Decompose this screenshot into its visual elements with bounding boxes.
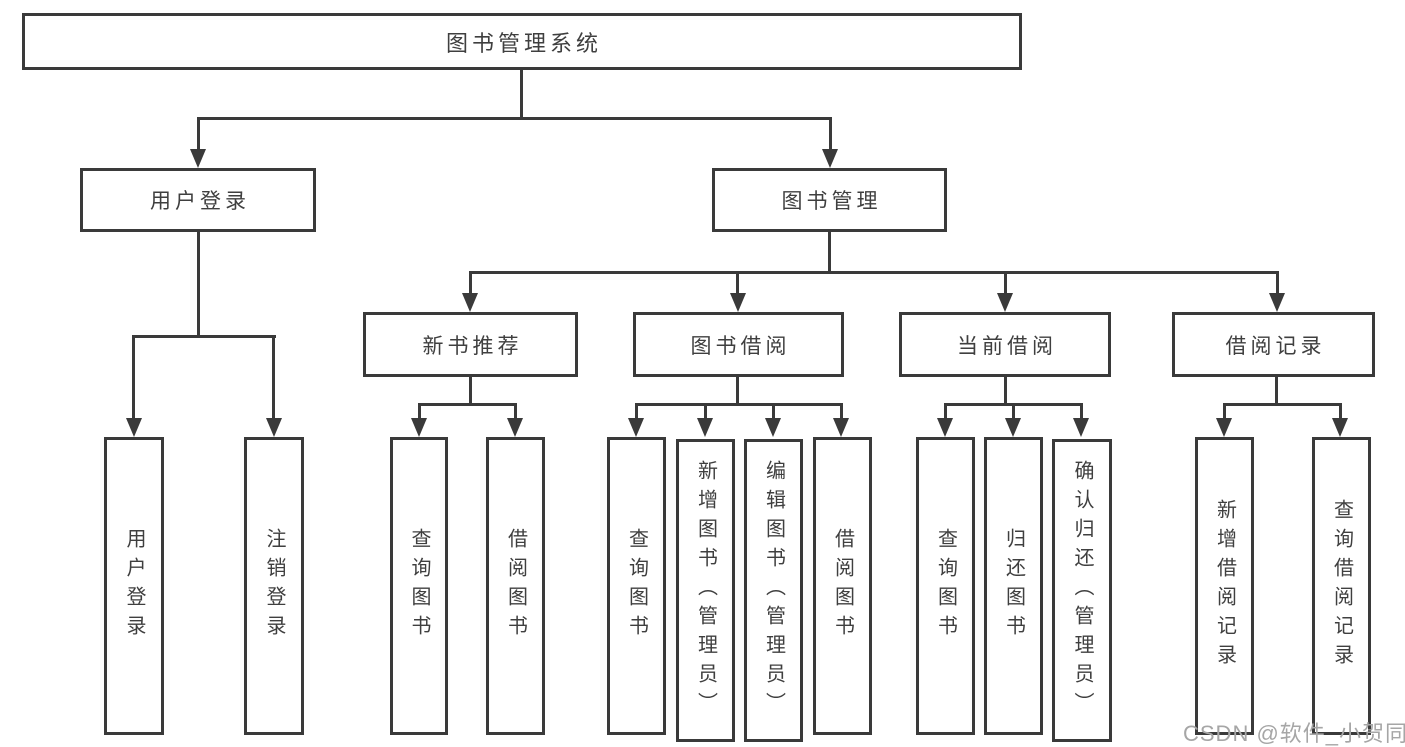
leaf-query-book-2: 查询图书	[607, 437, 666, 735]
leaf-add-book-admin: 新增图书（管理员）	[676, 439, 735, 742]
arrow-down-icon	[765, 418, 781, 437]
connector-user-login-drop	[197, 232, 200, 338]
connector-leaf-shaft	[840, 403, 843, 420]
connector-borrow-records-rail	[1223, 403, 1342, 406]
connector-root-drop	[520, 69, 523, 120]
node-new-book-rec: 新书推荐	[363, 312, 578, 377]
arrow-down-icon	[1216, 418, 1232, 437]
connector-book-mgmt-shaft	[829, 117, 832, 152]
connector-book-borrow-shaft	[736, 271, 739, 295]
node-root: 图书管理系统	[22, 13, 1022, 70]
arrow-down-icon	[190, 149, 206, 168]
leaf-user-login: 用户登录	[104, 437, 164, 735]
node-borrow-records: 借阅记录	[1172, 312, 1375, 377]
csdn-watermark: CSDN @软件_小贺同学	[1183, 721, 1405, 746]
leaf-query-book-3: 查询图书	[916, 437, 975, 735]
arrow-down-icon	[822, 149, 838, 168]
arrow-down-icon	[997, 293, 1013, 312]
leaf-query-book-1: 查询图书	[390, 437, 448, 735]
node-book-mgmt: 图书管理	[712, 168, 947, 232]
connector-new-book-rail	[418, 403, 517, 406]
node-book-borrow: 图书借阅	[633, 312, 844, 377]
connector-current-borrow-drop	[1004, 377, 1007, 405]
connector-book-borrow-drop	[736, 377, 739, 405]
leaf-logout-label: 注销登录	[263, 528, 285, 644]
leaf-add-borrow-record: 新增借阅记录	[1195, 437, 1254, 735]
connector-leaf-shaft	[944, 403, 947, 420]
arrow-down-icon	[937, 418, 953, 437]
arrow-down-icon	[411, 418, 427, 437]
arrow-down-icon	[697, 418, 713, 437]
arrow-down-icon	[833, 418, 849, 437]
leaf-borrow-book-1-label: 借阅图书	[504, 528, 527, 644]
connector-level3-rail	[469, 271, 1279, 274]
node-current-borrow: 当前借阅	[899, 312, 1111, 377]
connector-leaf-shaft	[272, 335, 275, 420]
connector-book-borrow-rail	[635, 403, 843, 406]
connector-book-mgmt-drop	[828, 232, 831, 273]
connector-new-book-shaft	[469, 271, 472, 295]
leaf-user-login-label: 用户登录	[123, 528, 145, 644]
leaf-edit-book-admin-label: 编辑图书（管理员）	[762, 460, 785, 721]
arrow-down-icon	[507, 418, 523, 437]
connector-level2-rail	[197, 117, 832, 120]
arrow-down-icon	[730, 293, 746, 312]
arrow-down-icon	[628, 418, 644, 437]
leaf-return-book: 归还图书	[984, 437, 1043, 735]
leaf-query-borrow-record: 查询借阅记录	[1312, 437, 1371, 735]
connector-leaf-shaft	[772, 403, 775, 420]
connector-leaf-shaft	[514, 403, 517, 420]
connector-leaf-shaft	[635, 403, 638, 420]
connector-leaf-shaft	[704, 403, 707, 420]
leaf-return-book-label: 归还图书	[1002, 528, 1025, 644]
connector-leaf-shaft	[132, 335, 135, 420]
leaf-query-book-2-label: 查询图书	[625, 528, 648, 644]
leaf-query-book-3-label: 查询图书	[934, 528, 957, 644]
arrow-down-icon	[126, 418, 142, 437]
arrow-down-icon	[1332, 418, 1348, 437]
leaf-borrow-book-2-label: 借阅图书	[831, 528, 854, 644]
connector-user-login-shaft	[197, 117, 200, 152]
leaf-edit-book-admin: 编辑图书（管理员）	[744, 439, 803, 742]
connector-leaf-shaft	[1012, 403, 1015, 420]
connector-current-borrow-shaft	[1004, 271, 1007, 295]
connector-user-login-rail	[133, 335, 276, 338]
arrow-down-icon	[1005, 418, 1021, 437]
arrow-down-icon	[1073, 418, 1089, 437]
arrow-down-icon	[1269, 293, 1285, 312]
connector-leaf-shaft	[418, 403, 421, 420]
leaf-logout: 注销登录	[244, 437, 304, 735]
leaf-add-borrow-record-label: 新增借阅记录	[1213, 499, 1236, 673]
node-user-login: 用户登录	[80, 168, 316, 232]
leaf-query-book-1-label: 查询图书	[408, 528, 430, 644]
connector-borrow-records-shaft	[1276, 271, 1279, 295]
leaf-query-borrow-record-label: 查询借阅记录	[1330, 499, 1353, 673]
leaf-borrow-book-1: 借阅图书	[486, 437, 545, 735]
connector-leaf-shaft	[1339, 403, 1342, 420]
leaf-confirm-return-admin: 确认归还（管理员）	[1052, 439, 1112, 742]
leaf-borrow-book-2: 借阅图书	[813, 437, 872, 735]
connector-leaf-shaft	[1080, 403, 1083, 420]
arrow-down-icon	[266, 418, 282, 437]
arrow-down-icon	[462, 293, 478, 312]
leaf-confirm-return-admin-label: 确认归还（管理员）	[1071, 460, 1093, 721]
connector-new-book-drop	[469, 377, 472, 405]
connector-leaf-shaft	[1223, 403, 1226, 420]
leaf-add-book-admin-label: 新增图书（管理员）	[694, 460, 717, 721]
connector-borrow-records-drop	[1275, 377, 1278, 405]
